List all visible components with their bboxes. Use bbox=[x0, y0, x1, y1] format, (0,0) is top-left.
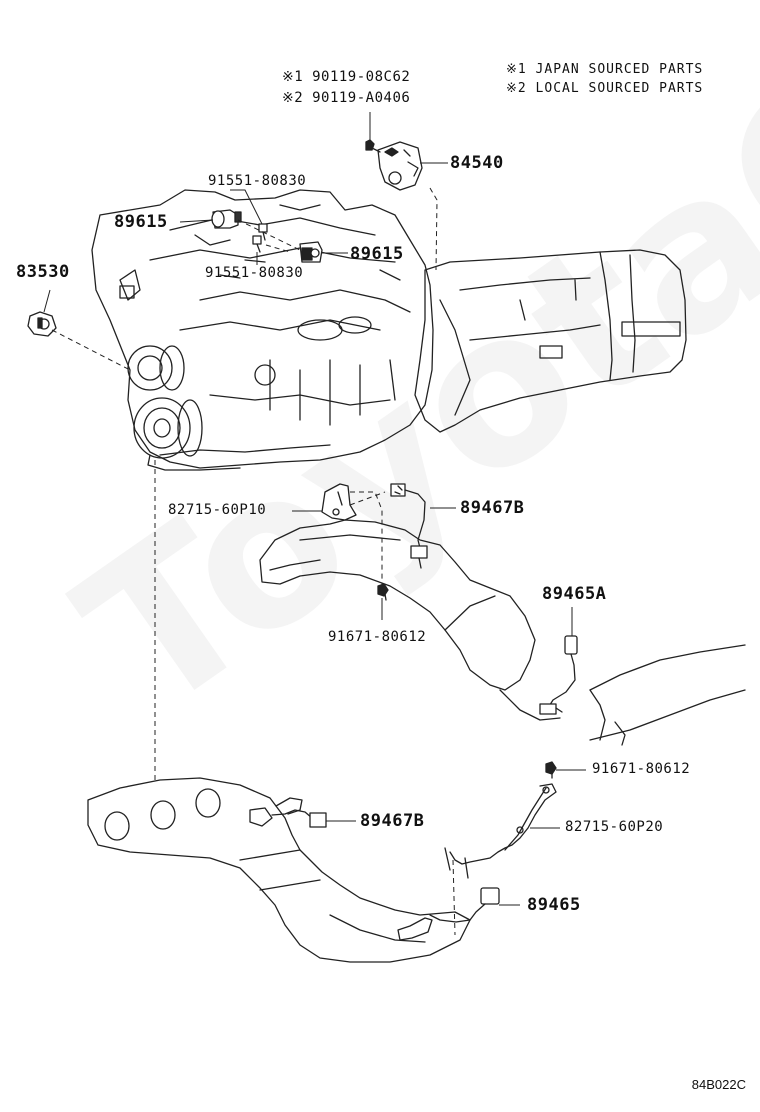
label-89467b-upper[interactable]: 89467B bbox=[460, 498, 525, 518]
label-89465a[interactable]: 89465A bbox=[542, 584, 607, 604]
exhaust-manifold-upper bbox=[259, 519, 746, 746]
knock-sensor-right[interactable] bbox=[299, 241, 323, 263]
label-89615-left[interactable]: 89615 bbox=[114, 212, 168, 232]
label-91671-lower[interactable]: 91671-80612 bbox=[592, 761, 691, 777]
bracket-82715-p10[interactable] bbox=[321, 483, 357, 521]
note-local-sourced: ※2 LOCAL SOURCED PARTS bbox=[506, 81, 704, 96]
knock-sensor-left[interactable] bbox=[211, 209, 242, 229]
diagram-code: 84B022C bbox=[691, 1077, 746, 1092]
oil-pressure-switch[interactable] bbox=[27, 311, 57, 337]
label-83530[interactable]: 83530 bbox=[16, 262, 70, 282]
oxygen-sensor-lower[interactable] bbox=[249, 797, 327, 828]
oxygen-sensor-upper[interactable] bbox=[390, 483, 428, 569]
label-89615-right[interactable]: 89615 bbox=[350, 244, 404, 264]
transmission bbox=[414, 249, 687, 433]
neutral-start-switch[interactable] bbox=[377, 141, 423, 191]
label-bolt-90119-japan[interactable]: ※1 90119-08C62 bbox=[282, 69, 411, 85]
label-bolt-90119-local[interactable]: ※2 90119-A0406 bbox=[282, 90, 411, 106]
label-91671-upper[interactable]: 91671-80612 bbox=[328, 629, 427, 645]
label-82715-60p20[interactable]: 82715-60P20 bbox=[565, 819, 664, 835]
engine-block bbox=[91, 189, 434, 471]
bolt-91671-lower[interactable] bbox=[545, 761, 557, 779]
bolt-91671-upper[interactable] bbox=[377, 583, 389, 601]
label-84540[interactable]: 84540 bbox=[450, 153, 504, 173]
bolt-90119[interactable] bbox=[365, 139, 381, 153]
bolt-91551-bottom[interactable] bbox=[252, 235, 262, 253]
label-89467b-lower[interactable]: 89467B bbox=[360, 811, 425, 831]
label-82715-60p10[interactable]: 82715-60P10 bbox=[168, 502, 267, 518]
bracket-82715-p20[interactable] bbox=[444, 783, 557, 879]
exhaust-manifold-lower bbox=[87, 777, 471, 963]
oxygen-sensor-89465[interactable] bbox=[397, 887, 500, 941]
label-89465[interactable]: 89465 bbox=[527, 895, 581, 915]
oxygen-sensor-89465a[interactable] bbox=[539, 635, 578, 715]
note-japan-sourced: ※1 JAPAN SOURCED PARTS bbox=[506, 62, 704, 77]
label-91551-top[interactable]: 91551-80830 bbox=[208, 173, 307, 189]
label-91551-bottom[interactable]: 91551-80830 bbox=[205, 265, 304, 281]
